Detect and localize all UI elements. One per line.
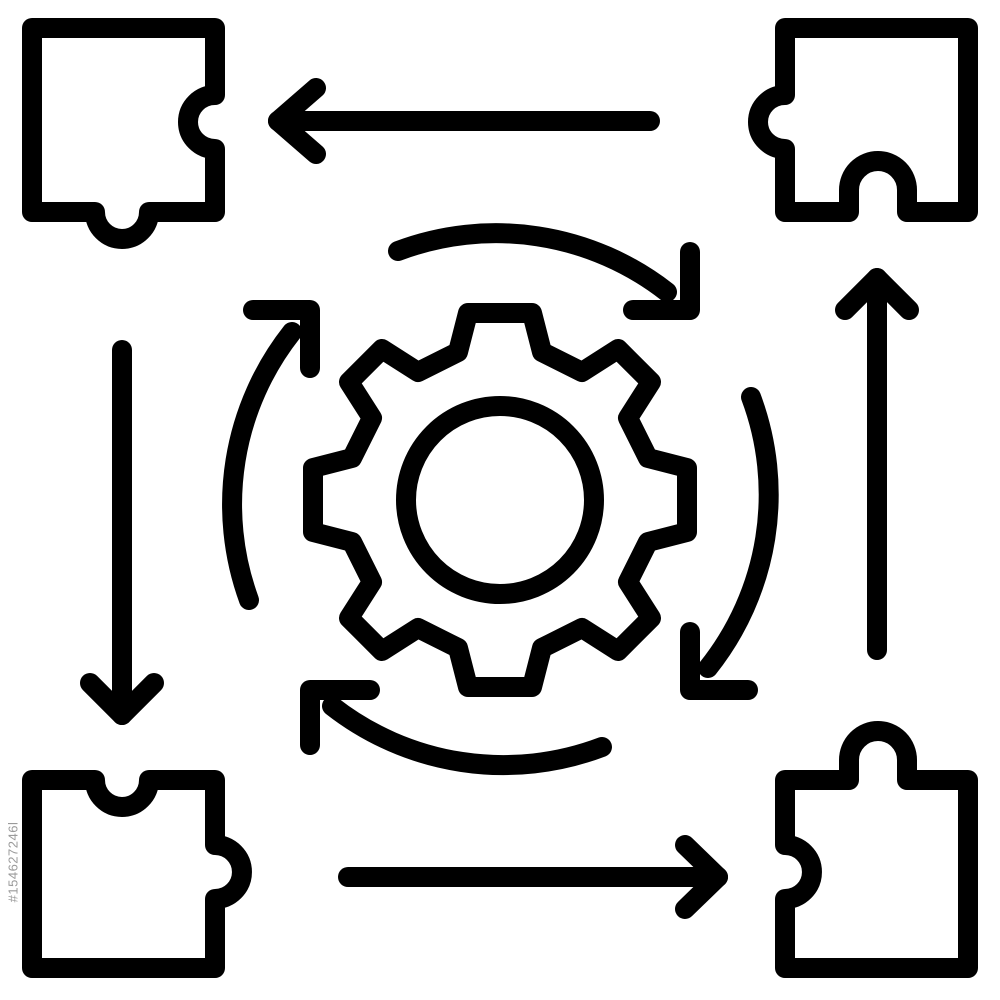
cycle-arrow-bottom-icon (300, 680, 612, 776)
arrow-up-right-icon (835, 268, 919, 660)
arrow-left-top-icon (268, 78, 660, 164)
puzzle-piece-top-left-icon (22, 18, 225, 249)
stock-id-watermark: #154627246l (4, 756, 22, 968)
cycle-arrow-left-icon (222, 300, 320, 610)
puzzle-piece-bottom-right-icon (775, 721, 978, 978)
cycle-arrow-top-icon (388, 223, 700, 320)
cycle-arrow-right-icon (680, 387, 779, 700)
puzzle-piece-top-right-icon (748, 18, 978, 222)
arrow-down-left-icon (80, 340, 164, 725)
puzzle-piece-bottom-left-icon (22, 770, 252, 978)
stock-id-text: #154627246l (5, 821, 21, 903)
gear-icon (303, 303, 697, 697)
arrow-right-bottom-icon (338, 835, 728, 919)
